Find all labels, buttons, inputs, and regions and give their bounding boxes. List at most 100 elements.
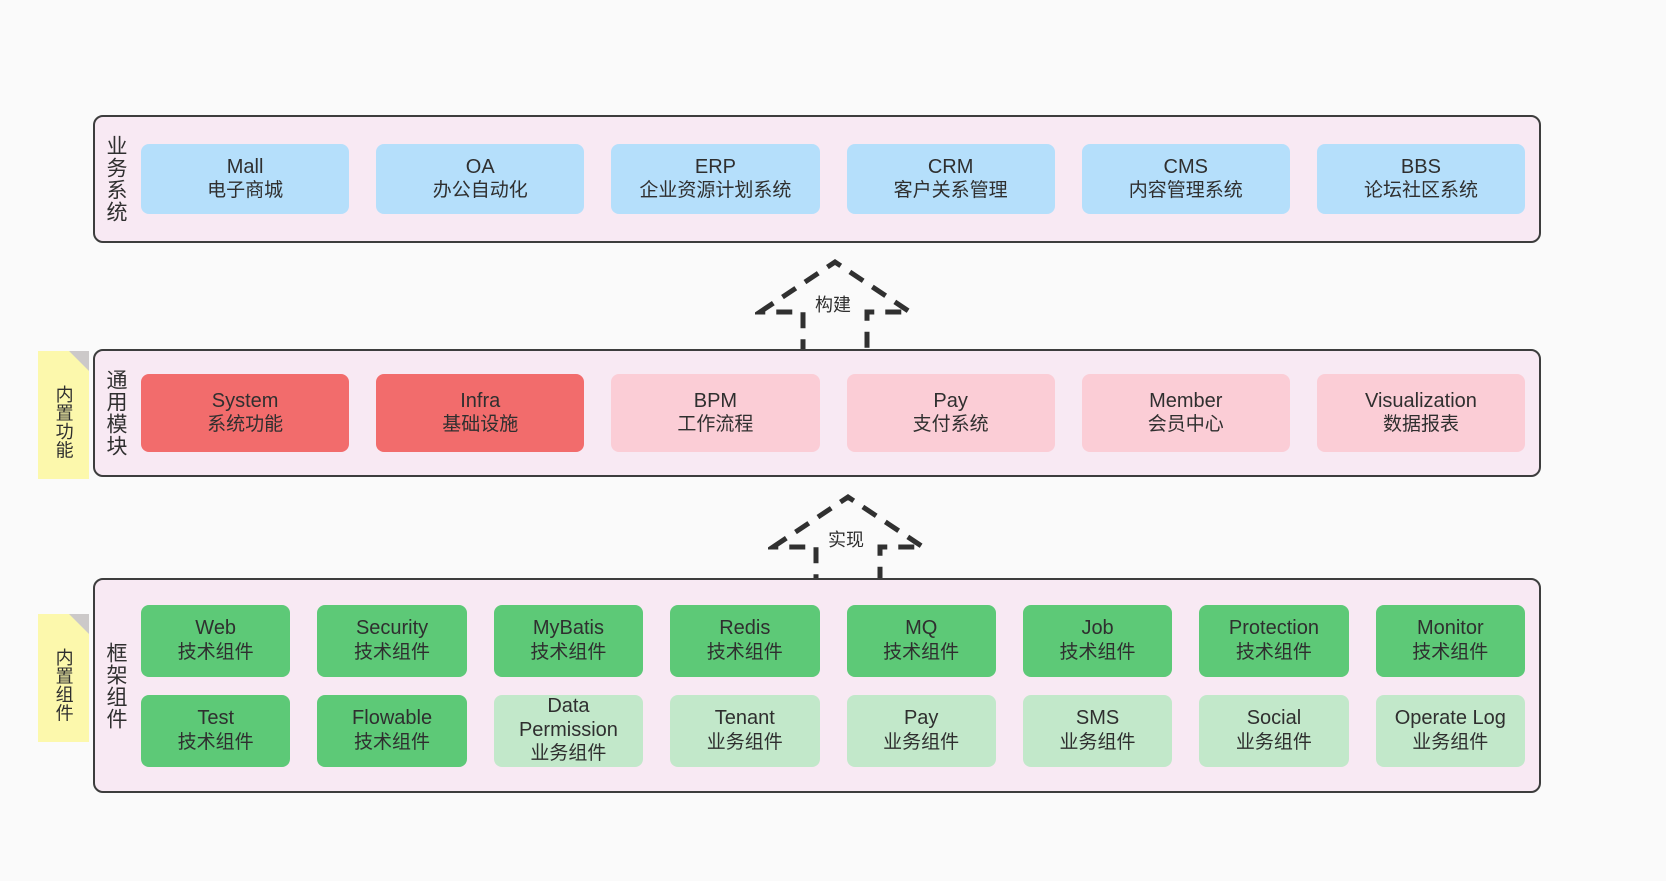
card-tenant-title: Tenant: [714, 707, 775, 729]
layer-common-title: 通用模块: [103, 369, 127, 457]
layer-common-body: System 系统功能 Infra 基础设施 BPM 工作流程 Pay 支付系统…: [135, 351, 1539, 475]
card-mall-subtitle: 电子商城: [207, 180, 284, 202]
card-security-title: Security: [355, 617, 429, 639]
card-mq-subtitle: 技术组件: [883, 641, 960, 663]
connector-label-build: 构建: [815, 295, 851, 315]
layer-business-title: 业务系统: [103, 135, 127, 223]
card-mybatis-subtitle: 技术组件: [530, 641, 607, 663]
card-data-permission-title: Data Permission: [518, 695, 618, 741]
card-pay-component[interactable]: Pay 业务组件: [846, 694, 996, 767]
card-web-subtitle: 技术组件: [177, 641, 254, 663]
card-erp[interactable]: ERP 企业资源计划系统: [611, 144, 820, 214]
card-data-permission[interactable]: Data Permission 业务组件: [493, 694, 644, 767]
note-fold-corner-icon: [69, 351, 89, 371]
card-crm-title: CRM: [927, 155, 974, 178]
card-social[interactable]: Social 业务组件: [1199, 694, 1349, 767]
framework-card-row-2: Test 技术组件 Flowable 技术组件 Data Permission …: [141, 694, 1525, 767]
card-crm[interactable]: CRM 客户关系管理: [846, 144, 1055, 214]
card-crm-subtitle: 客户关系管理: [893, 180, 1008, 202]
card-cms[interactable]: CMS 内容管理系统: [1081, 144, 1290, 214]
card-test-title: Test: [197, 707, 235, 729]
card-erp-subtitle: 企业资源计划系统: [639, 180, 792, 202]
card-job[interactable]: Job 技术组件: [1022, 604, 1173, 677]
note-fold-corner-icon: [69, 614, 89, 634]
card-redis-title: Redis: [719, 617, 771, 639]
card-redis-subtitle: 技术组件: [706, 641, 783, 663]
layer-framework-title: 框架组件: [103, 641, 127, 730]
card-oa[interactable]: OA 办公自动化: [376, 144, 585, 214]
card-visualization[interactable]: Visualization 数据报表: [1316, 374, 1526, 452]
card-member-subtitle: 会员中心: [1147, 414, 1224, 436]
note-builtin-function-text: 内置功能: [53, 385, 74, 459]
card-member[interactable]: Member 会员中心: [1081, 374, 1290, 452]
card-infra[interactable]: Infra 基础设施: [376, 374, 585, 452]
card-security[interactable]: Security 技术组件: [317, 604, 467, 677]
card-mall[interactable]: Mall 电子商城: [141, 144, 350, 214]
card-visualization-subtitle: 数据报表: [1382, 414, 1459, 436]
card-pay-component-title: Pay: [903, 707, 939, 729]
card-visualization-title: Visualization: [1364, 389, 1477, 412]
common-card-row: System 系统功能 Infra 基础设施 BPM 工作流程 Pay 支付系统…: [141, 374, 1526, 452]
layer-business-body: Mall 电子商城 OA 办公自动化 ERP 企业资源计划系统 CRM 客户关系…: [135, 117, 1539, 241]
card-job-subtitle: 技术组件: [1059, 641, 1136, 663]
card-monitor-title: Monitor: [1416, 617, 1484, 639]
card-job-title: Job: [1081, 617, 1114, 639]
card-pay-component-subtitle: 业务组件: [883, 731, 960, 753]
card-protection[interactable]: Protection 技术组件: [1199, 604, 1349, 677]
layer-business-systems: 业务系统 Mall 电子商城 OA 办公自动化 ERP 企业资源计划系统 CRM: [93, 115, 1541, 243]
card-system-title: System: [211, 389, 279, 412]
card-data-permission-subtitle: 业务组件: [530, 743, 607, 765]
card-tenant-subtitle: 业务组件: [706, 731, 783, 753]
card-tenant[interactable]: Tenant 业务组件: [670, 694, 820, 767]
card-bpm[interactable]: BPM 工作流程: [611, 374, 820, 452]
card-operate-log[interactable]: Operate Log 业务组件: [1375, 694, 1525, 767]
card-bbs-subtitle: 论坛社区系统: [1363, 180, 1478, 202]
card-member-title: Member: [1149, 389, 1223, 412]
card-social-title: Social: [1246, 707, 1302, 729]
card-operate-log-title: Operate Log: [1394, 707, 1506, 729]
card-bpm-subtitle: 工作流程: [677, 414, 754, 436]
card-social-subtitle: 业务组件: [1235, 731, 1312, 753]
card-mybatis[interactable]: MyBatis 技术组件: [493, 604, 644, 677]
card-protection-subtitle: 技术组件: [1235, 641, 1312, 663]
connector-label-implement: 实现: [828, 530, 864, 550]
card-infra-title: Infra: [460, 389, 501, 412]
card-system-subtitle: 系统功能: [207, 414, 284, 436]
card-web[interactable]: Web 技术组件: [141, 604, 291, 677]
card-flowable-title: Flowable: [352, 707, 433, 729]
card-operate-log-subtitle: 业务组件: [1412, 731, 1489, 753]
card-pay-module[interactable]: Pay 支付系统: [846, 374, 1055, 452]
card-infra-subtitle: 基础设施: [442, 414, 519, 436]
card-oa-subtitle: 办公自动化: [432, 180, 528, 202]
layer-framework-body: Web 技术组件 Security 技术组件 MyBatis 技术组件 Redi…: [135, 580, 1539, 791]
card-system[interactable]: System 系统功能: [141, 374, 350, 452]
card-test[interactable]: Test 技术组件: [141, 694, 291, 767]
card-redis[interactable]: Redis 技术组件: [670, 604, 820, 677]
card-security-subtitle: 技术组件: [354, 641, 431, 663]
card-protection-title: Protection: [1228, 617, 1319, 639]
card-sms-subtitle: 业务组件: [1059, 731, 1136, 753]
note-builtin-component: 内置组件: [38, 614, 89, 742]
card-mall-title: Mall: [226, 155, 264, 178]
card-cms-title: CMS: [1163, 155, 1208, 178]
card-test-subtitle: 技术组件: [177, 731, 254, 753]
card-monitor-subtitle: 技术组件: [1412, 641, 1489, 663]
card-mybatis-title: MyBatis: [532, 617, 604, 639]
card-web-title: Web: [195, 617, 237, 639]
layer-framework-components: 框架组件 Web 技术组件 Security 技术组件 MyBatis 技术组件…: [93, 578, 1541, 793]
card-erp-title: ERP: [694, 155, 736, 178]
business-card-row: Mall 电子商城 OA 办公自动化 ERP 企业资源计划系统 CRM 客户关系…: [141, 144, 1526, 214]
card-pay-module-subtitle: 支付系统: [912, 414, 989, 436]
card-flowable[interactable]: Flowable 技术组件: [317, 694, 467, 767]
note-builtin-function: 内置功能: [38, 351, 89, 479]
card-mq[interactable]: MQ 技术组件: [846, 604, 996, 677]
card-mq-title: MQ: [905, 617, 938, 639]
note-builtin-component-text: 内置组件: [53, 648, 74, 722]
card-sms-title: SMS: [1075, 707, 1120, 729]
framework-card-row-1: Web 技术组件 Security 技术组件 MyBatis 技术组件 Redi…: [141, 604, 1525, 677]
card-flowable-subtitle: 技术组件: [354, 731, 431, 753]
card-bbs[interactable]: BBS 论坛社区系统: [1316, 144, 1526, 214]
card-monitor[interactable]: Monitor 技术组件: [1375, 604, 1525, 677]
card-sms[interactable]: SMS 业务组件: [1022, 694, 1173, 767]
